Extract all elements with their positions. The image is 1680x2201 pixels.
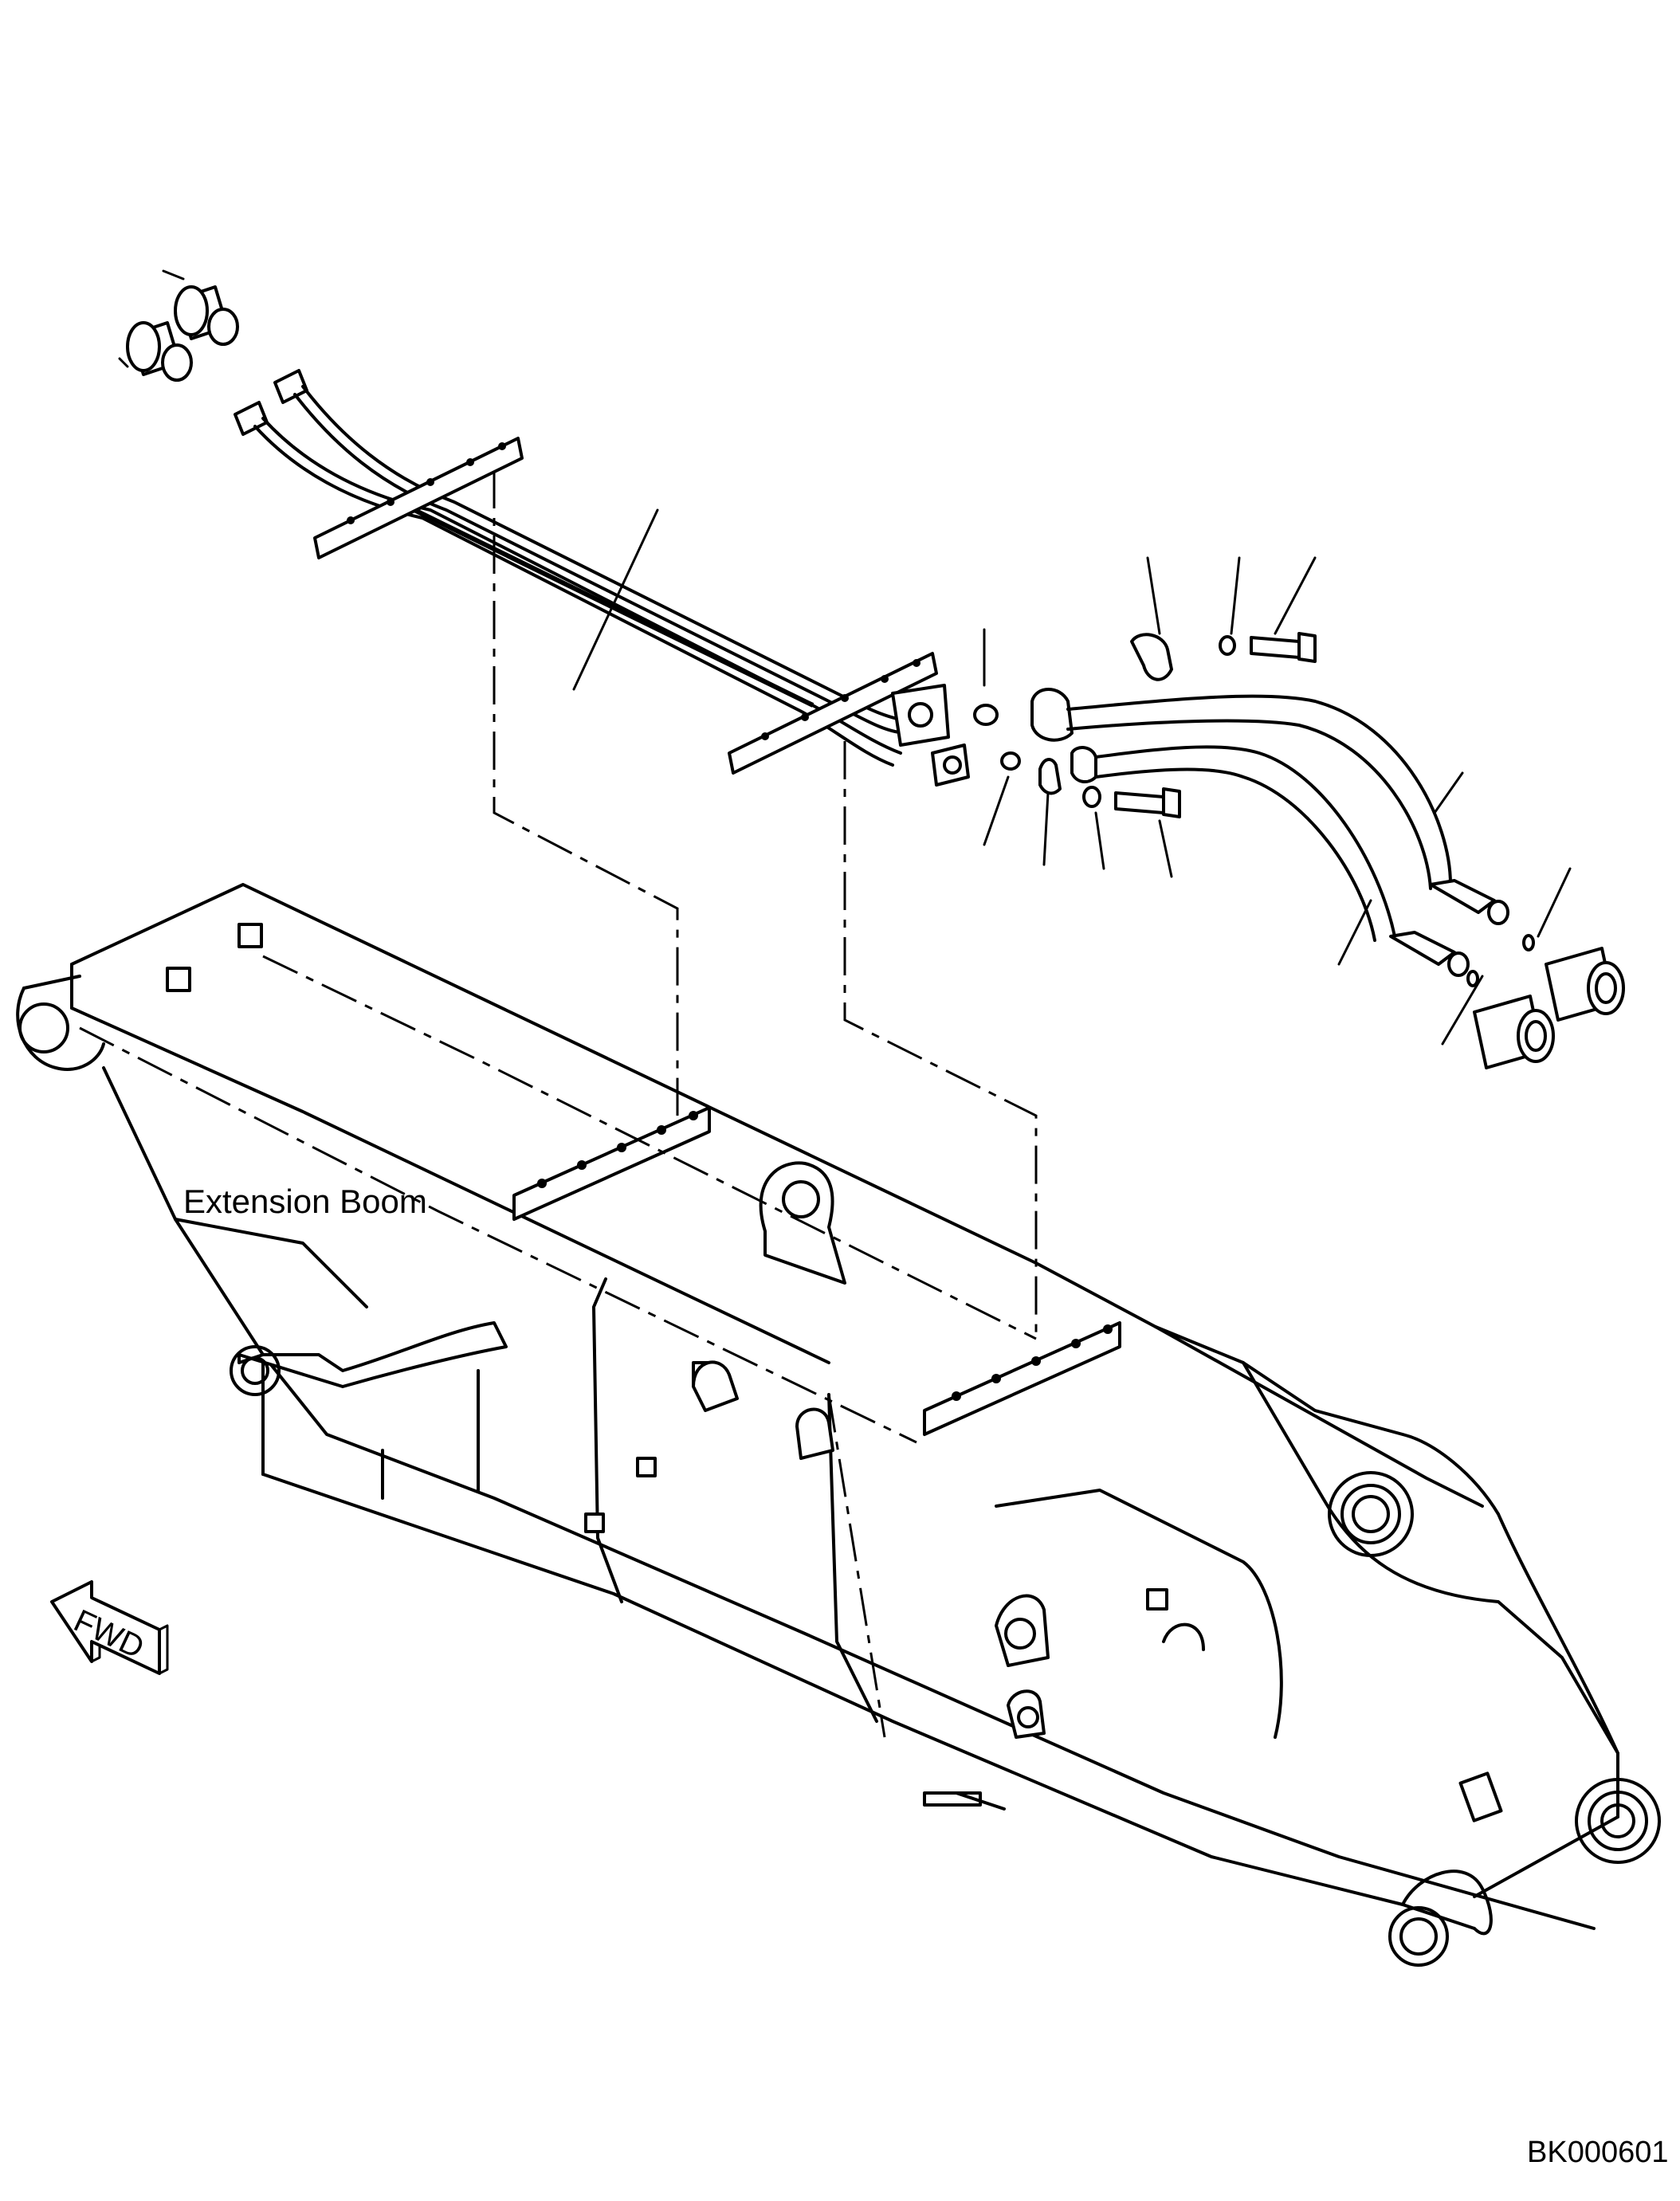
boom-clamp-rail-left [512,1106,711,1221]
drawing-code: BK000601 [1527,2136,1669,2169]
flexible-hoses [1066,694,1535,987]
pipe-clamp-upper [313,437,524,559]
extension-boom [16,883,1661,1967]
assembly-dashed-lines [79,462,1038,1738]
fwd-arrow-icon: FWD [50,1580,169,1675]
boom-clamp-rail-right [923,1321,1121,1436]
pipe-clamp-lower [728,652,938,775]
piping-assembly [118,269,1625,1069]
quick-coupler-upper-left [118,269,239,382]
bolts-washers [1038,632,1317,818]
reference-leaders [572,508,1572,1046]
split-flanges [891,684,1097,787]
component-label: Extension Boom [183,1183,427,1220]
quick-coupler-lower-right [1473,947,1625,1069]
